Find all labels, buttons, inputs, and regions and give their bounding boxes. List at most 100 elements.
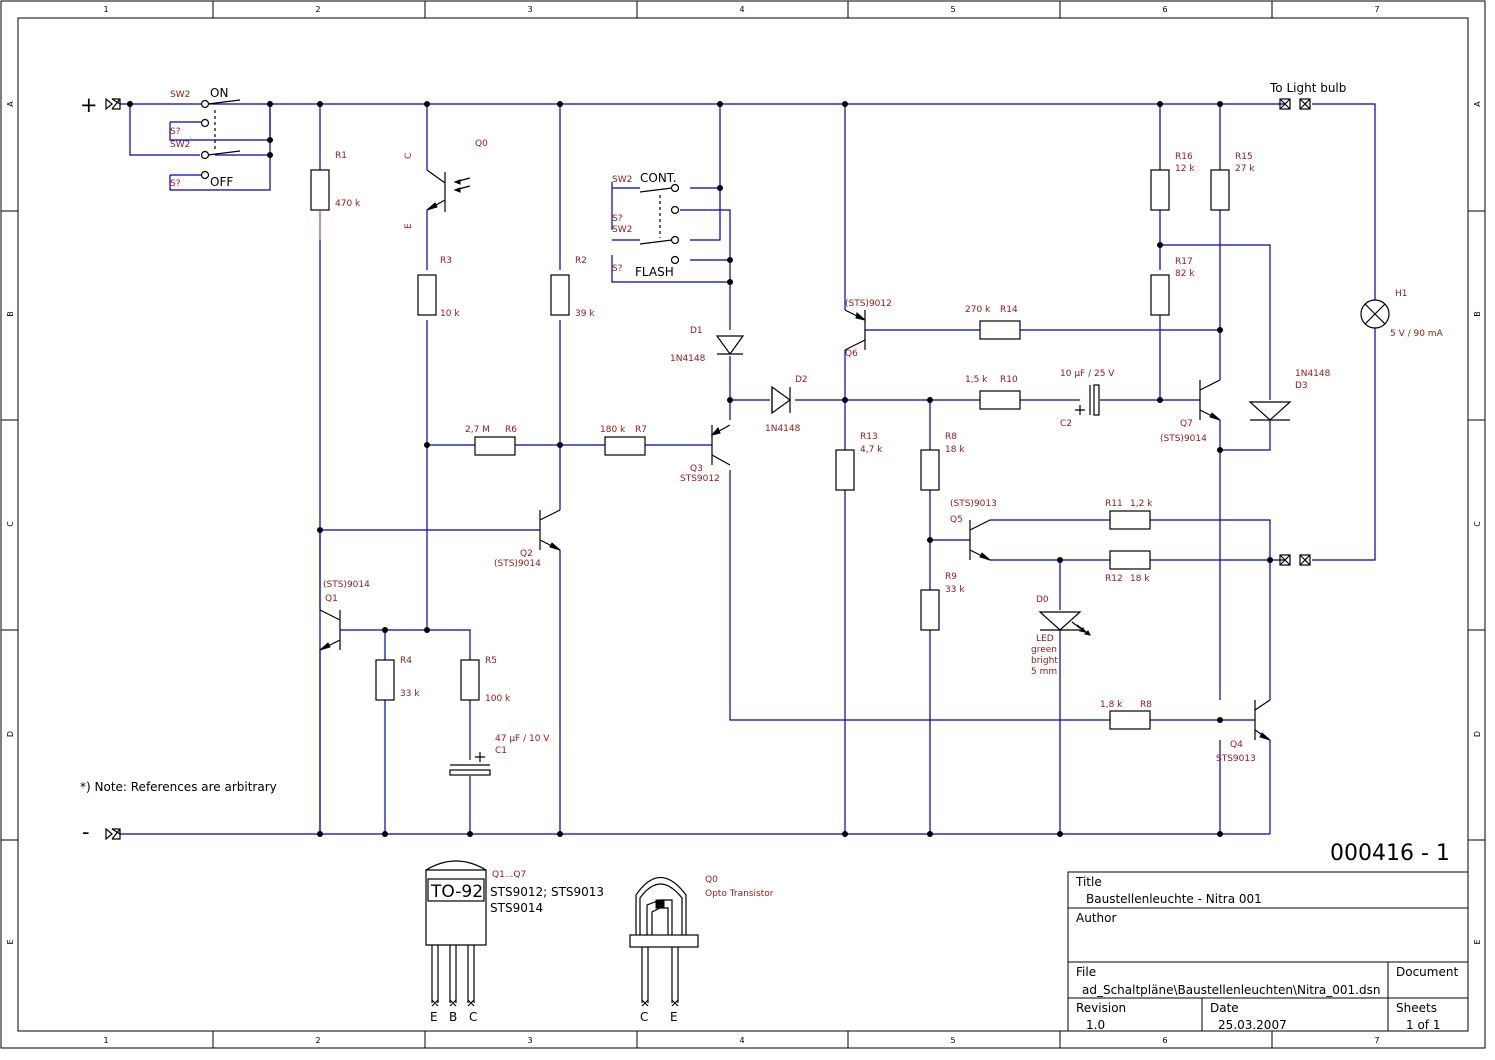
resistors: R1 470 k R2 39 k R3 10 k R4 33 k R5 100 …: [310, 151, 1255, 730]
zone-col-1-bottom: 1: [103, 1036, 108, 1045]
resistor-r6: 2,7 M R6: [465, 425, 517, 456]
light-bulb-connector-top: [1279, 98, 1311, 110]
d2-value: 1N4148: [765, 424, 801, 434]
zone-row-d-left: D: [6, 731, 15, 737]
resistor-r3: R3 10 k: [417, 256, 460, 319]
h1-value: 5 V / 90 mA: [1390, 329, 1444, 339]
r10-value: 1,5 k: [965, 375, 988, 385]
r15-ref: R15: [1235, 152, 1253, 162]
c1-value: 47 µF / 10 V: [495, 734, 550, 744]
title-label: Title: [1075, 875, 1102, 889]
to92-refs: Q1...Q7: [492, 870, 526, 880]
diodes: D1 1N4148 D2 1N4148 1N4148 D3 D0 LED gre…: [670, 326, 1331, 677]
switch-flash-label: FLASH: [635, 265, 674, 279]
q0-pin-e: E: [404, 223, 414, 229]
document-label: Document: [1396, 965, 1458, 979]
r9-value: 33 k: [945, 585, 965, 595]
resistor-r17: R17 82 k: [1150, 257, 1195, 316]
resistor-r7: 180 k R7: [600, 425, 647, 456]
q6-ref: Q6: [845, 349, 858, 359]
q5-value: (STS)9013: [950, 499, 997, 509]
opto-label: Opto Transistor: [705, 889, 774, 899]
transistor-q6: (STS)9012 Q6: [844, 299, 892, 359]
resistor-r9: R9 33 k: [920, 572, 965, 631]
zone-col-6-bottom: 6: [1162, 1036, 1167, 1045]
zone-col-2-top: 2: [315, 5, 320, 14]
r7-ref: R7: [635, 425, 647, 435]
sheets-label: Sheets: [1396, 1001, 1437, 1015]
q1-ref: Q1: [325, 594, 338, 604]
references-note: *) Note: References are arbitrary: [80, 780, 277, 794]
d1-value: 1N4148: [670, 354, 706, 364]
diode-d2: D2 1N4148: [765, 375, 808, 434]
r1-value: 470 k: [335, 199, 361, 209]
d0-extra-2: bright: [1031, 656, 1058, 666]
r12-ref: R12: [1105, 574, 1123, 584]
d0-extra-1: green: [1031, 645, 1057, 655]
to92-package: TO-92 E B C Q1...Q7 STS9012; STS9013 STS…: [425, 860, 604, 1024]
q4-ref: Q4: [1230, 740, 1243, 750]
r2-ref: R2: [575, 256, 587, 266]
r12-value: 18 k: [1130, 574, 1150, 584]
to92-pin-b: B: [449, 1010, 457, 1024]
r14-value: 270 k: [965, 305, 991, 315]
q0-pin-c: C: [404, 153, 414, 159]
resistor-r8-1k8: 1,8 k R8: [1100, 700, 1152, 730]
drawing-number: 000416 - 1: [1330, 841, 1450, 866]
transistor-q2: Q2 (STS)9014: [494, 509, 561, 569]
d0-extra-3: 5 mm: [1031, 667, 1057, 677]
zone-labels: 1 2 3 4 5 6 7 1 2 3 4 5 6 7 A B C D E A …: [6, 5, 1482, 1045]
resistor-r1: R1 470 k: [310, 151, 361, 530]
file-label: File: [1076, 965, 1096, 979]
zone-col-5-top: 5: [950, 5, 955, 14]
sw2-ref-2: SW2: [170, 140, 190, 150]
s-unknown-ref-2: S?: [170, 179, 181, 189]
sw2-ref-3: SW2: [612, 175, 632, 185]
capacitors: 47 µF / 10 V C1 10 µF / 25 V C2: [449, 369, 1115, 776]
junction-dots: [127, 101, 1273, 837]
resistor-r13: R13 4,7 k: [835, 432, 883, 491]
zone-row-a-right: A: [1473, 101, 1482, 107]
c1-ref: C1: [495, 746, 507, 756]
s-unknown-ref-3: S?: [612, 214, 623, 224]
to92-types-1: STS9012; STS9013: [490, 885, 604, 899]
resistor-r12: R12 18 k: [1105, 550, 1151, 584]
capacitor-c1: 47 µF / 10 V C1: [449, 734, 550, 776]
opto-pin-e: E: [670, 1010, 678, 1024]
sw2-ref-4: SW2: [612, 225, 632, 235]
capacitor-c2: 10 µF / 25 V C2: [1060, 369, 1115, 429]
zone-col-7-top: 7: [1374, 5, 1379, 14]
s-unknown-ref-1: S?: [170, 127, 181, 137]
zone-col-3-top: 3: [527, 5, 532, 14]
resistor-r8-18k: R8 18 k: [920, 432, 965, 491]
opto-package: C E Q0 Opto Transistor: [629, 875, 774, 1024]
r7-value: 180 k: [600, 425, 626, 435]
zone-col-2-bottom: 2: [315, 1036, 320, 1045]
q4-value: STS9013: [1216, 754, 1256, 764]
terminal-plus-label: +: [80, 93, 98, 117]
s-unknown-ref-4: S?: [612, 264, 623, 274]
resistor-r10: 1,5 k R10: [965, 375, 1021, 410]
r8b-ref: R8: [1140, 700, 1152, 710]
transistors: Q0 C E (STS)9014 Q1 Q2 (STS)9014 Q3 STS9…: [319, 139, 1271, 834]
transistor-q1: (STS)9014 Q1: [319, 580, 370, 834]
d0-value: LED: [1036, 634, 1054, 644]
d0-ref: D0: [1036, 595, 1049, 605]
zone-col-7-bottom: 7: [1374, 1036, 1379, 1045]
r9-ref: R9: [945, 572, 957, 582]
power-terminals: + - To Light bulb: [80, 81, 1346, 844]
r5-value: 100 k: [485, 694, 511, 704]
opto-pin-c: C: [640, 1010, 648, 1024]
opto-ref: Q0: [705, 875, 718, 885]
lamp-h1: H1 5 V / 90 mA: [1360, 289, 1444, 339]
r10-ref: R10: [1000, 375, 1018, 385]
r16-ref: R16: [1175, 152, 1193, 162]
zone-row-c-left: C: [6, 521, 15, 527]
zone-col-3-bottom: 3: [527, 1036, 532, 1045]
zone-col-6-top: 6: [1162, 5, 1167, 14]
terminal-minus-connector: [105, 827, 121, 841]
resistor-r4: R4 33 k: [375, 656, 420, 701]
transistor-q0: Q0 C E: [404, 139, 488, 229]
